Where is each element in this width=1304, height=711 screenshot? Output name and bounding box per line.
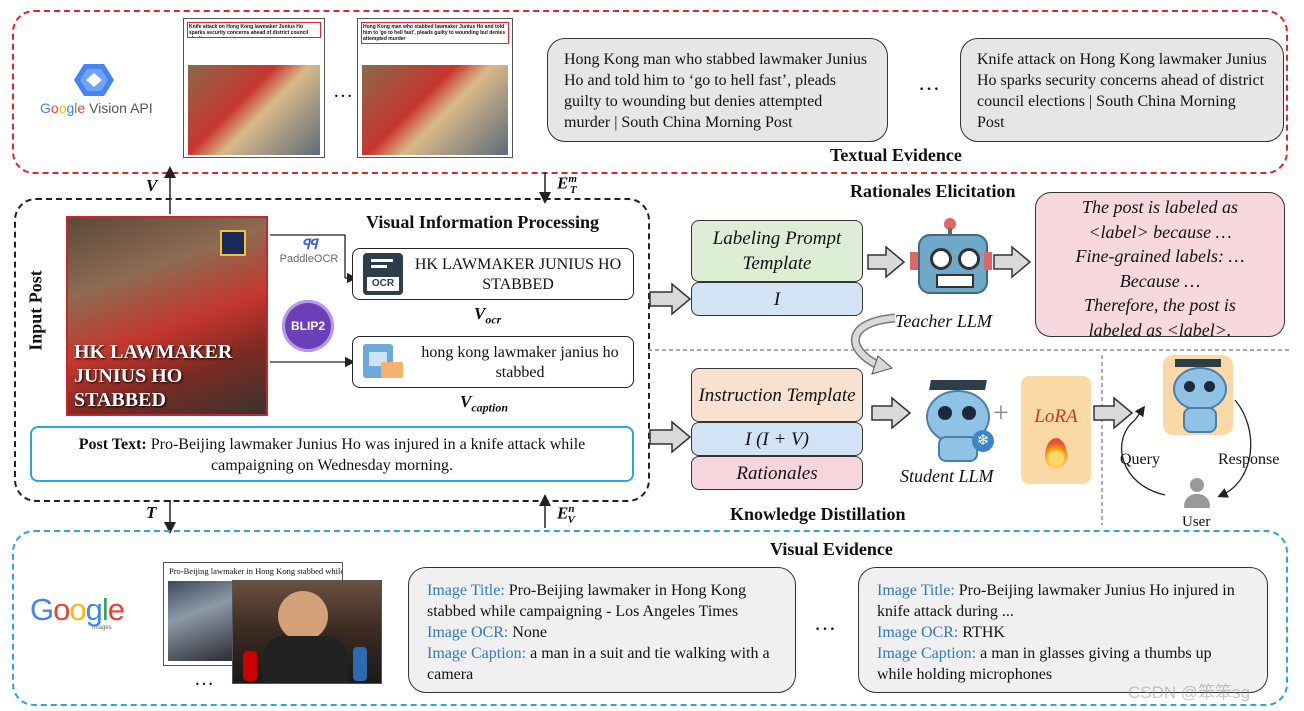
vb2-title-value: Pro-Beijing lawmaker Junius Ho injured i… [877,582,1235,620]
paddleocr-label: PaddleOCR [279,253,339,265]
vb1-ocr-label: Image OCR: [427,624,509,641]
input-post-panel [14,198,650,502]
instruction-template-box: Instruction Template [691,368,863,422]
paddle-icon: ꟼꟼ [301,236,318,252]
response-label: Response [1218,451,1280,468]
google-images-sub: Images [92,625,112,631]
thumb-ellipsis-1: … [333,80,353,102]
vb1-caption-label: Image Caption: [427,645,527,662]
textual-evidence-panel [12,10,1288,174]
distillation-title: Knowledge Distillation [730,504,906,524]
textual-evidence-bubble-2: Knife attack on Hong Kong lawmaker Juniu… [960,38,1284,142]
vb2-caption-label: Image Caption: [877,645,977,662]
snowflake-icon: ❄ [972,430,994,452]
ocr-output-box: OCR HK LAWMAKER JUNIUS HO STABBED [352,248,634,300]
textual-evidence-title: Textual Evidence [830,145,962,165]
teacher-robot-icon [910,218,992,308]
vision-api-label: Vision API [89,100,153,116]
arrow-label-v: V [146,176,158,195]
image-caption-icon [363,342,405,382]
vb1-ocr-value: None [512,624,547,641]
google-word: Google [40,100,86,116]
image-overlay-text: HK LAWMAKER JUNIUS HO STABBED [74,341,233,411]
news-thumbnail-1: Knife attack on Hong Kong lawmaker Juniu… [183,18,325,158]
caption-output-box: hong kong lawmaker janius ho stabbed [352,336,634,388]
teacher-llm-label: Teacher LLM [895,311,992,331]
vb1-title-label: Image Title: [427,582,505,599]
output-line-1: The post is labeled as [1082,197,1238,217]
vb2-ocr-label: Image OCR: [877,624,959,641]
google-images-logo: Google Images [30,592,140,632]
post-text-label: Post Text: [78,436,147,453]
thumb-photo-2 [362,65,508,155]
rationale-output-box: The post is labeled as <label> because …… [1035,192,1285,340]
post-text-value: Pro-Beijing lawmaker Junius Ho was injur… [150,436,586,474]
visual-evidence-bubble-2: Image Title: Pro-Beijing lawmaker Junius… [858,567,1268,693]
ocr-doc-icon: OCR [363,253,403,295]
google-images-word: Google [30,592,125,627]
lora-label: LoRA [1034,406,1078,427]
visual-thumb-caption: Pro-Beijing lawmaker in Hong Kong stabbe… [169,566,342,576]
student-robot-icon: ❄ [920,380,996,462]
vb2-caption-value: a man in glasses giving a thumbs up whil… [877,645,1212,683]
thumb-photo-1 [188,65,320,155]
vb1-caption-value: a man in a suit and tie walking with a c… [427,645,770,683]
lora-box: LoRA [1021,376,1091,484]
output-line-4: Because … [1119,270,1201,291]
thumb-headline-2: Hong Kong man who stabbed lawmaker Juniu… [361,22,509,44]
flame-icon [1045,438,1067,468]
labeling-template-box: Labeling Prompt Template [691,220,863,282]
visual-thumb-ellipsis: … [194,668,214,690]
i-iv-box: I (I + V) [691,422,863,456]
vb2-title-label: Image Title: [877,582,955,599]
post-text-box: Post Text: Pro-Beijing lawmaker Junius H… [30,426,634,482]
rationales-title: Rationales Elicitation [850,181,1016,201]
visual-evidence-panel [12,530,1288,706]
vb2-ocr-value: RTHK [962,624,1005,641]
input-post-image: HK LAWMAKER JUNIUS HO STABBED [66,216,268,416]
ocr-output-text: HK LAWMAKER JUNIUS HO STABBED [414,256,622,293]
blip2-logo: BLIP2 [282,300,334,352]
query-label: Query [1120,451,1160,468]
v-caption-label: Vcaption [460,392,509,415]
rationales-box: Rationales [691,456,863,490]
paddleocr-logo: ꟼꟼ PaddleOCR [272,236,346,265]
arrow-label-ev: EnV [557,503,575,527]
visual-processing-title: Visual Information Processing [366,212,600,232]
i-box-rationales: I [691,282,863,316]
visual-ellipsis: … [814,610,836,635]
image-logo-mark [220,230,246,256]
textual-ellipsis: … [918,70,940,95]
google-vision-logo: Google Vision API [38,62,158,122]
news-thumbnail-2: Hong Kong man who stabbed lawmaker Juniu… [357,18,513,158]
plus-sign: + [993,398,1009,429]
user-icon [1182,478,1212,514]
visual-evidence-title: Visual Evidence [770,539,893,559]
output-line-6: labeled as <label>. [1088,319,1232,340]
blip2-label: BLIP2 [290,319,325,333]
v-ocr-label: Vocr [474,304,502,327]
textual-evidence-bubble-1: Hong Kong man who stabbed lawmaker Juniu… [547,38,888,142]
user-label: User [1182,514,1211,530]
deployed-model-icon [1163,355,1233,435]
vision-api-icon [74,64,114,96]
caption-output-text: hong kong lawmaker janius ho stabbed [421,344,619,381]
arrow-label-t: T [146,503,157,522]
student-llm-label: Student LLM [900,466,994,486]
output-line-5: Therefore, the post is [1084,295,1236,315]
input-post-side-label: Input Post [25,270,46,351]
vb1-title-value: Pro-Beijing lawmaker in Hong Kong stabbe… [427,582,747,620]
thumb-headline-1: Knife attack on Hong Kong lawmaker Juniu… [187,22,321,38]
visual-thumbnail-front [232,580,382,684]
watermark: CSDN @笨笨sg [1128,683,1251,702]
output-line-2: <label> because … [1088,221,1232,242]
arrow-label-et: EmT [557,173,577,197]
visual-evidence-bubble-1: Image Title: Pro-Beijing lawmaker in Hon… [408,567,796,693]
output-line-3: Fine-grained labels: … [1075,246,1245,266]
